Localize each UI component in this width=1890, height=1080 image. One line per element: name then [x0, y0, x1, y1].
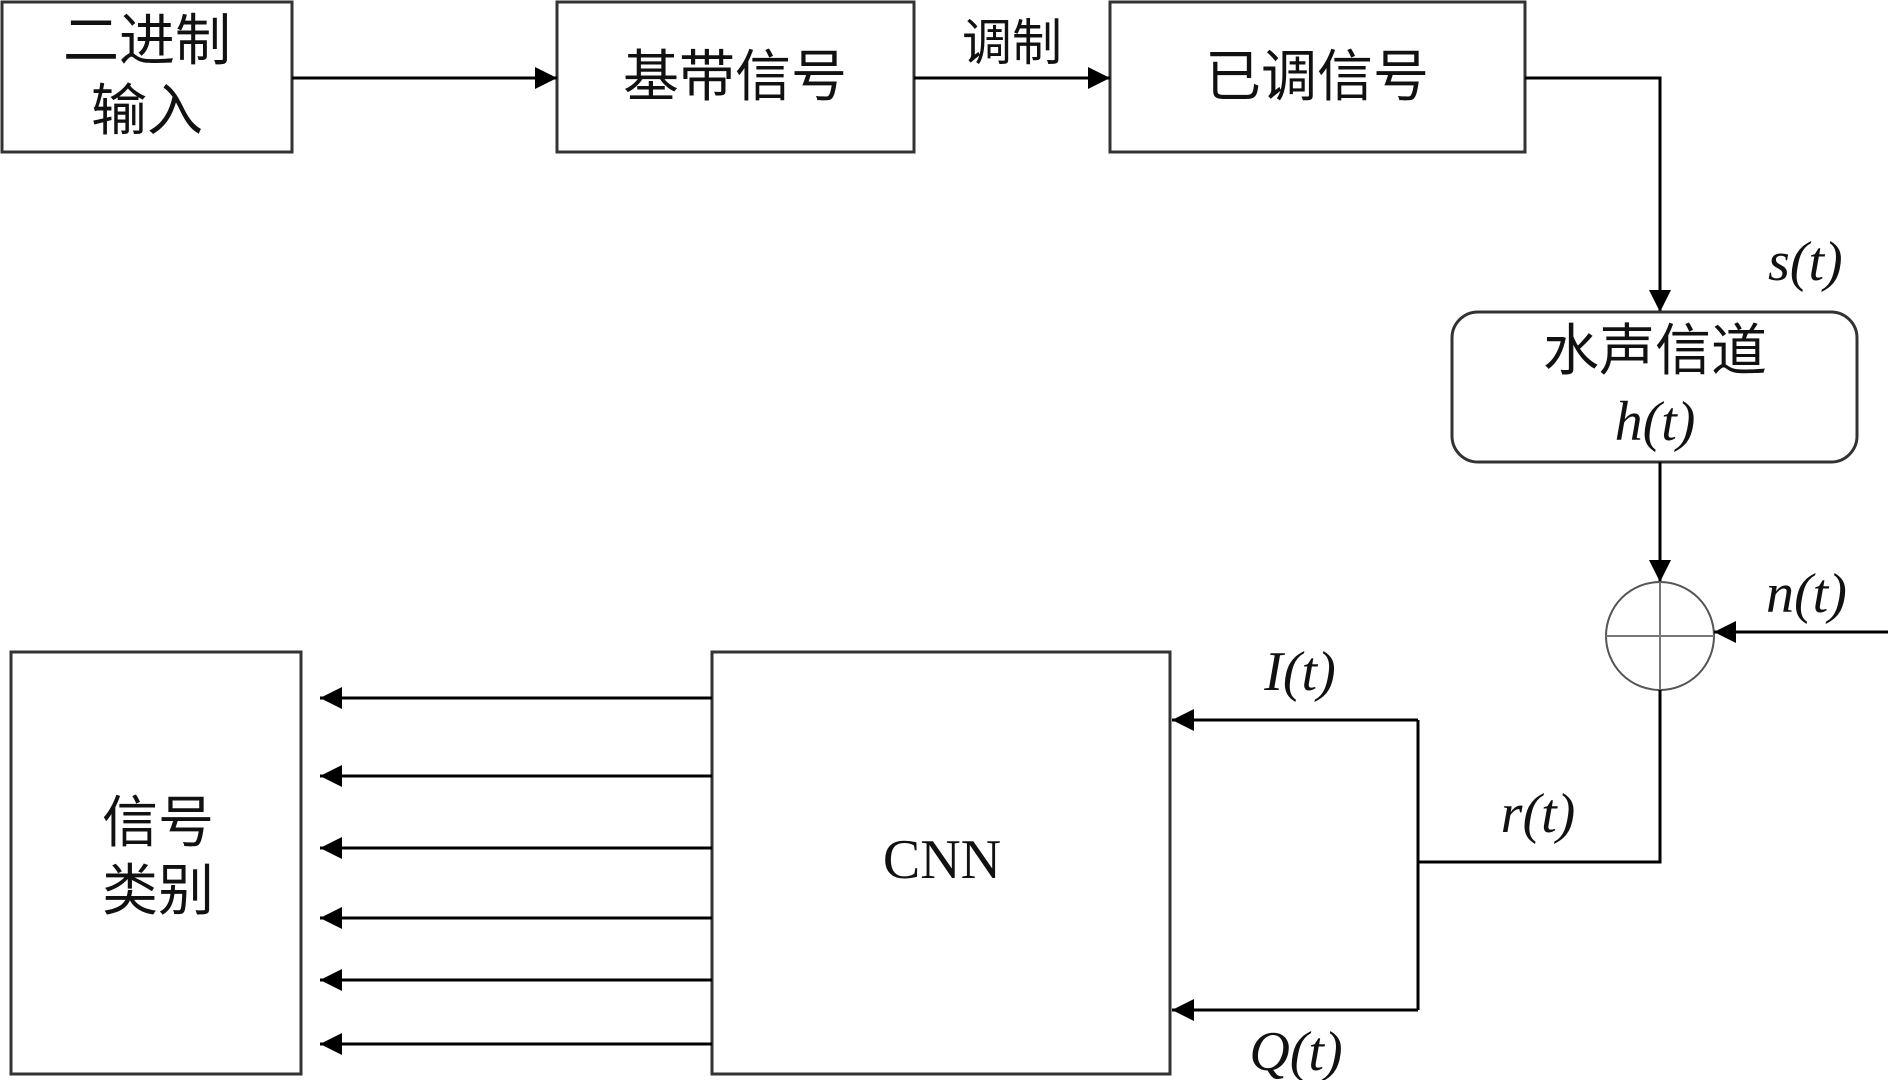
binary-input-line1: 二进制 [63, 9, 231, 74]
s-t-label: s(t) [1768, 231, 1843, 293]
cnn-block [710, 650, 1172, 1076]
signal-class-line1: 信号 [102, 791, 214, 856]
h-t-label: h(t) [1615, 391, 1696, 453]
signal-class-line2: 类别 [102, 859, 214, 924]
baseband-signal-label: 基带信号 [623, 45, 847, 110]
baseband-signal-block [555, 0, 916, 154]
edge-adder-to-split [1418, 690, 1662, 864]
underwater-channel-block [1450, 310, 1859, 464]
q-t-label: Q(t) [1249, 1021, 1342, 1080]
cnn-label: CNN [883, 829, 1001, 891]
n-t-label: n(t) [1766, 563, 1847, 625]
r-t-label: r(t) [1501, 783, 1576, 845]
edge-modulated-to-channel [1525, 76, 1671, 312]
underwater-channel-label: 水声信道 [1543, 319, 1767, 384]
signal-class-block [9, 650, 303, 1076]
modulation-edge-label: 调制 [962, 14, 1062, 72]
binary-input-line2: 输入 [91, 79, 203, 144]
i-t-label: I(t) [1263, 641, 1336, 703]
modulated-signal-block [1108, 0, 1527, 154]
modulated-signal-label: 已调信号 [1205, 45, 1429, 110]
binary-input-block [0, 0, 294, 154]
